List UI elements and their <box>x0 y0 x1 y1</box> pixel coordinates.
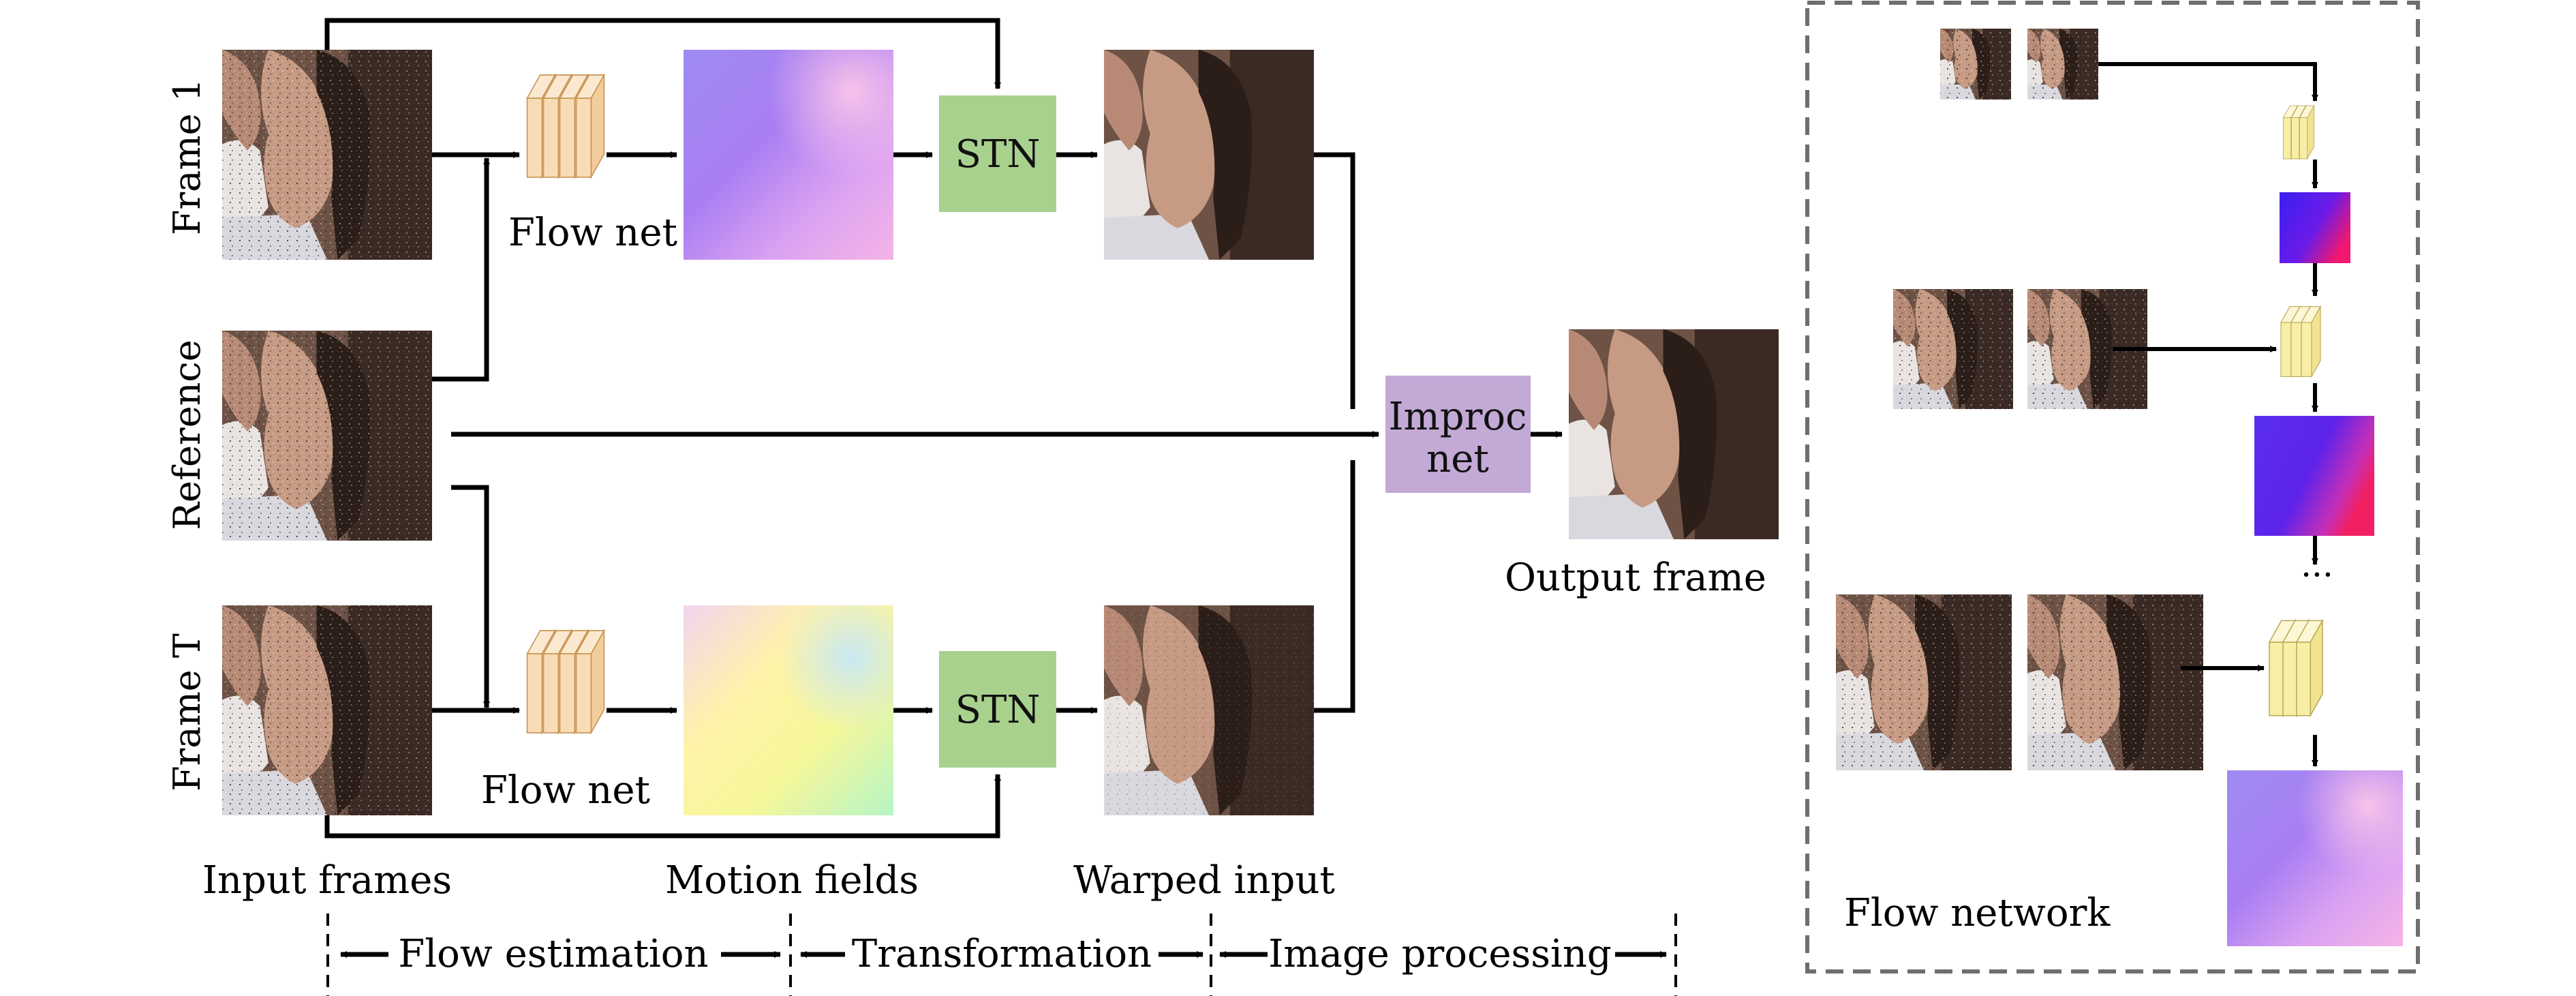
inset-level2-flow-field <box>2254 416 2374 536</box>
column-label-warped-input: Warped input <box>1073 858 1335 903</box>
inset-level2-image-a <box>1893 289 2013 409</box>
inset-connectors <box>2098 62 2318 767</box>
stn-top-box: STN <box>939 95 1056 212</box>
stn-bottom-label: STN <box>955 688 1041 732</box>
inset-level2-flow-net <box>2280 306 2321 377</box>
inset-level1-flow-net <box>2282 105 2315 160</box>
stage-label-flow-estimation: Flow estimation <box>398 932 708 976</box>
improc-net-label-line2: net <box>1426 437 1489 481</box>
stage-label-transformation: Transformation <box>852 932 1152 976</box>
output-frame-label: Output frame <box>1505 556 1766 600</box>
inset-level3-flow-net <box>2268 620 2324 716</box>
stn-bottom-box: STN <box>939 651 1056 768</box>
inset-level1-flow-field <box>2280 192 2350 263</box>
inset-level3-flow-field <box>2227 770 2403 946</box>
input-frame-1-image <box>222 50 432 260</box>
reference-frame-image <box>222 331 432 541</box>
flow-net-bottom-block <box>526 630 605 734</box>
flow-net-top-block <box>526 74 605 178</box>
row-label-reference: Reference <box>166 339 209 530</box>
improc-net-box: Improc net <box>1385 376 1531 493</box>
motion-field-top-image <box>684 50 893 260</box>
warped-input-bottom-image <box>1104 605 1314 815</box>
improc-net-label-line1: Improc <box>1389 395 1527 439</box>
inset-level1-image-b <box>2027 29 2098 100</box>
input-frame-t-image <box>222 605 432 815</box>
warped-input-top-image <box>1104 50 1314 260</box>
inset-level3-image-a <box>1836 594 2012 770</box>
row-label-frame-1: Frame 1 <box>166 78 209 235</box>
row-label-frame-t: Frame T <box>166 633 209 791</box>
flow-network-inset-border <box>1805 1 2420 974</box>
motion-field-bottom-image <box>684 605 893 815</box>
stage-dividers <box>326 914 1677 996</box>
inset-level3-image-b <box>2027 594 2203 770</box>
column-label-input-frames: Input frames <box>202 858 452 903</box>
flow-net-top-label: Flow net <box>508 211 677 255</box>
inset-level1-image-a <box>1940 29 2011 100</box>
stage-label-image-processing: Image processing <box>1268 932 1612 976</box>
stn-top-label: STN <box>955 132 1041 177</box>
connector-lines <box>324 18 1563 839</box>
flow-net-bottom-label: Flow net <box>481 768 650 813</box>
inset-title: Flow network <box>1844 891 2111 935</box>
output-frame-image <box>1569 329 1779 539</box>
column-label-motion-fields: Motion fields <box>665 858 919 903</box>
